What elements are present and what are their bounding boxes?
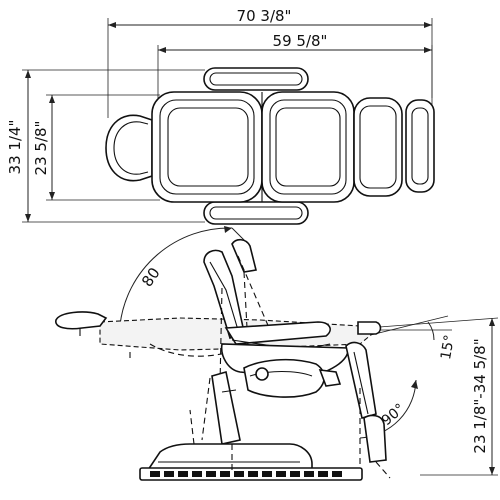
back-recline-label: 80 xyxy=(138,264,164,290)
overall-depth-label: 33 1/4" xyxy=(6,120,24,175)
overall-width-dimension: 70 3/8" xyxy=(107,7,433,118)
top-view: 70 3/8" 59 5/8" 33 1/4" xyxy=(6,7,435,225)
seat-depth-label: 23 5/8" xyxy=(32,121,50,176)
headrest xyxy=(105,114,153,182)
chair-base xyxy=(139,409,363,481)
overall-depth-dimension: 33 1/4" xyxy=(6,69,205,223)
foot-rest xyxy=(405,99,435,193)
headrest-extended xyxy=(55,311,382,336)
height-range-dimension: 23 1/8"-34 5/8" xyxy=(339,317,499,476)
height-range-label: 23 1/8"-34 5/8" xyxy=(471,338,489,453)
base-feet xyxy=(150,471,342,477)
seat-width-label: 59 5/8" xyxy=(273,32,328,50)
side-view: 23 1/8"-34 5/8" 80 15° 90° xyxy=(55,226,499,481)
leg-rest-side xyxy=(345,341,391,479)
seat-width-dimension: 59 5/8" xyxy=(157,32,433,98)
chair-top-view xyxy=(105,67,435,225)
lift-column xyxy=(201,370,241,445)
leg-rest xyxy=(353,97,403,197)
seat-depth-dimension: 23 5/8" xyxy=(32,94,160,201)
overall-width-label: 70 3/8" xyxy=(237,7,292,25)
armrest-bottom xyxy=(203,201,309,225)
armrest-top xyxy=(203,67,309,91)
seat-side xyxy=(220,321,349,398)
tilt-label: 15° xyxy=(438,334,458,361)
